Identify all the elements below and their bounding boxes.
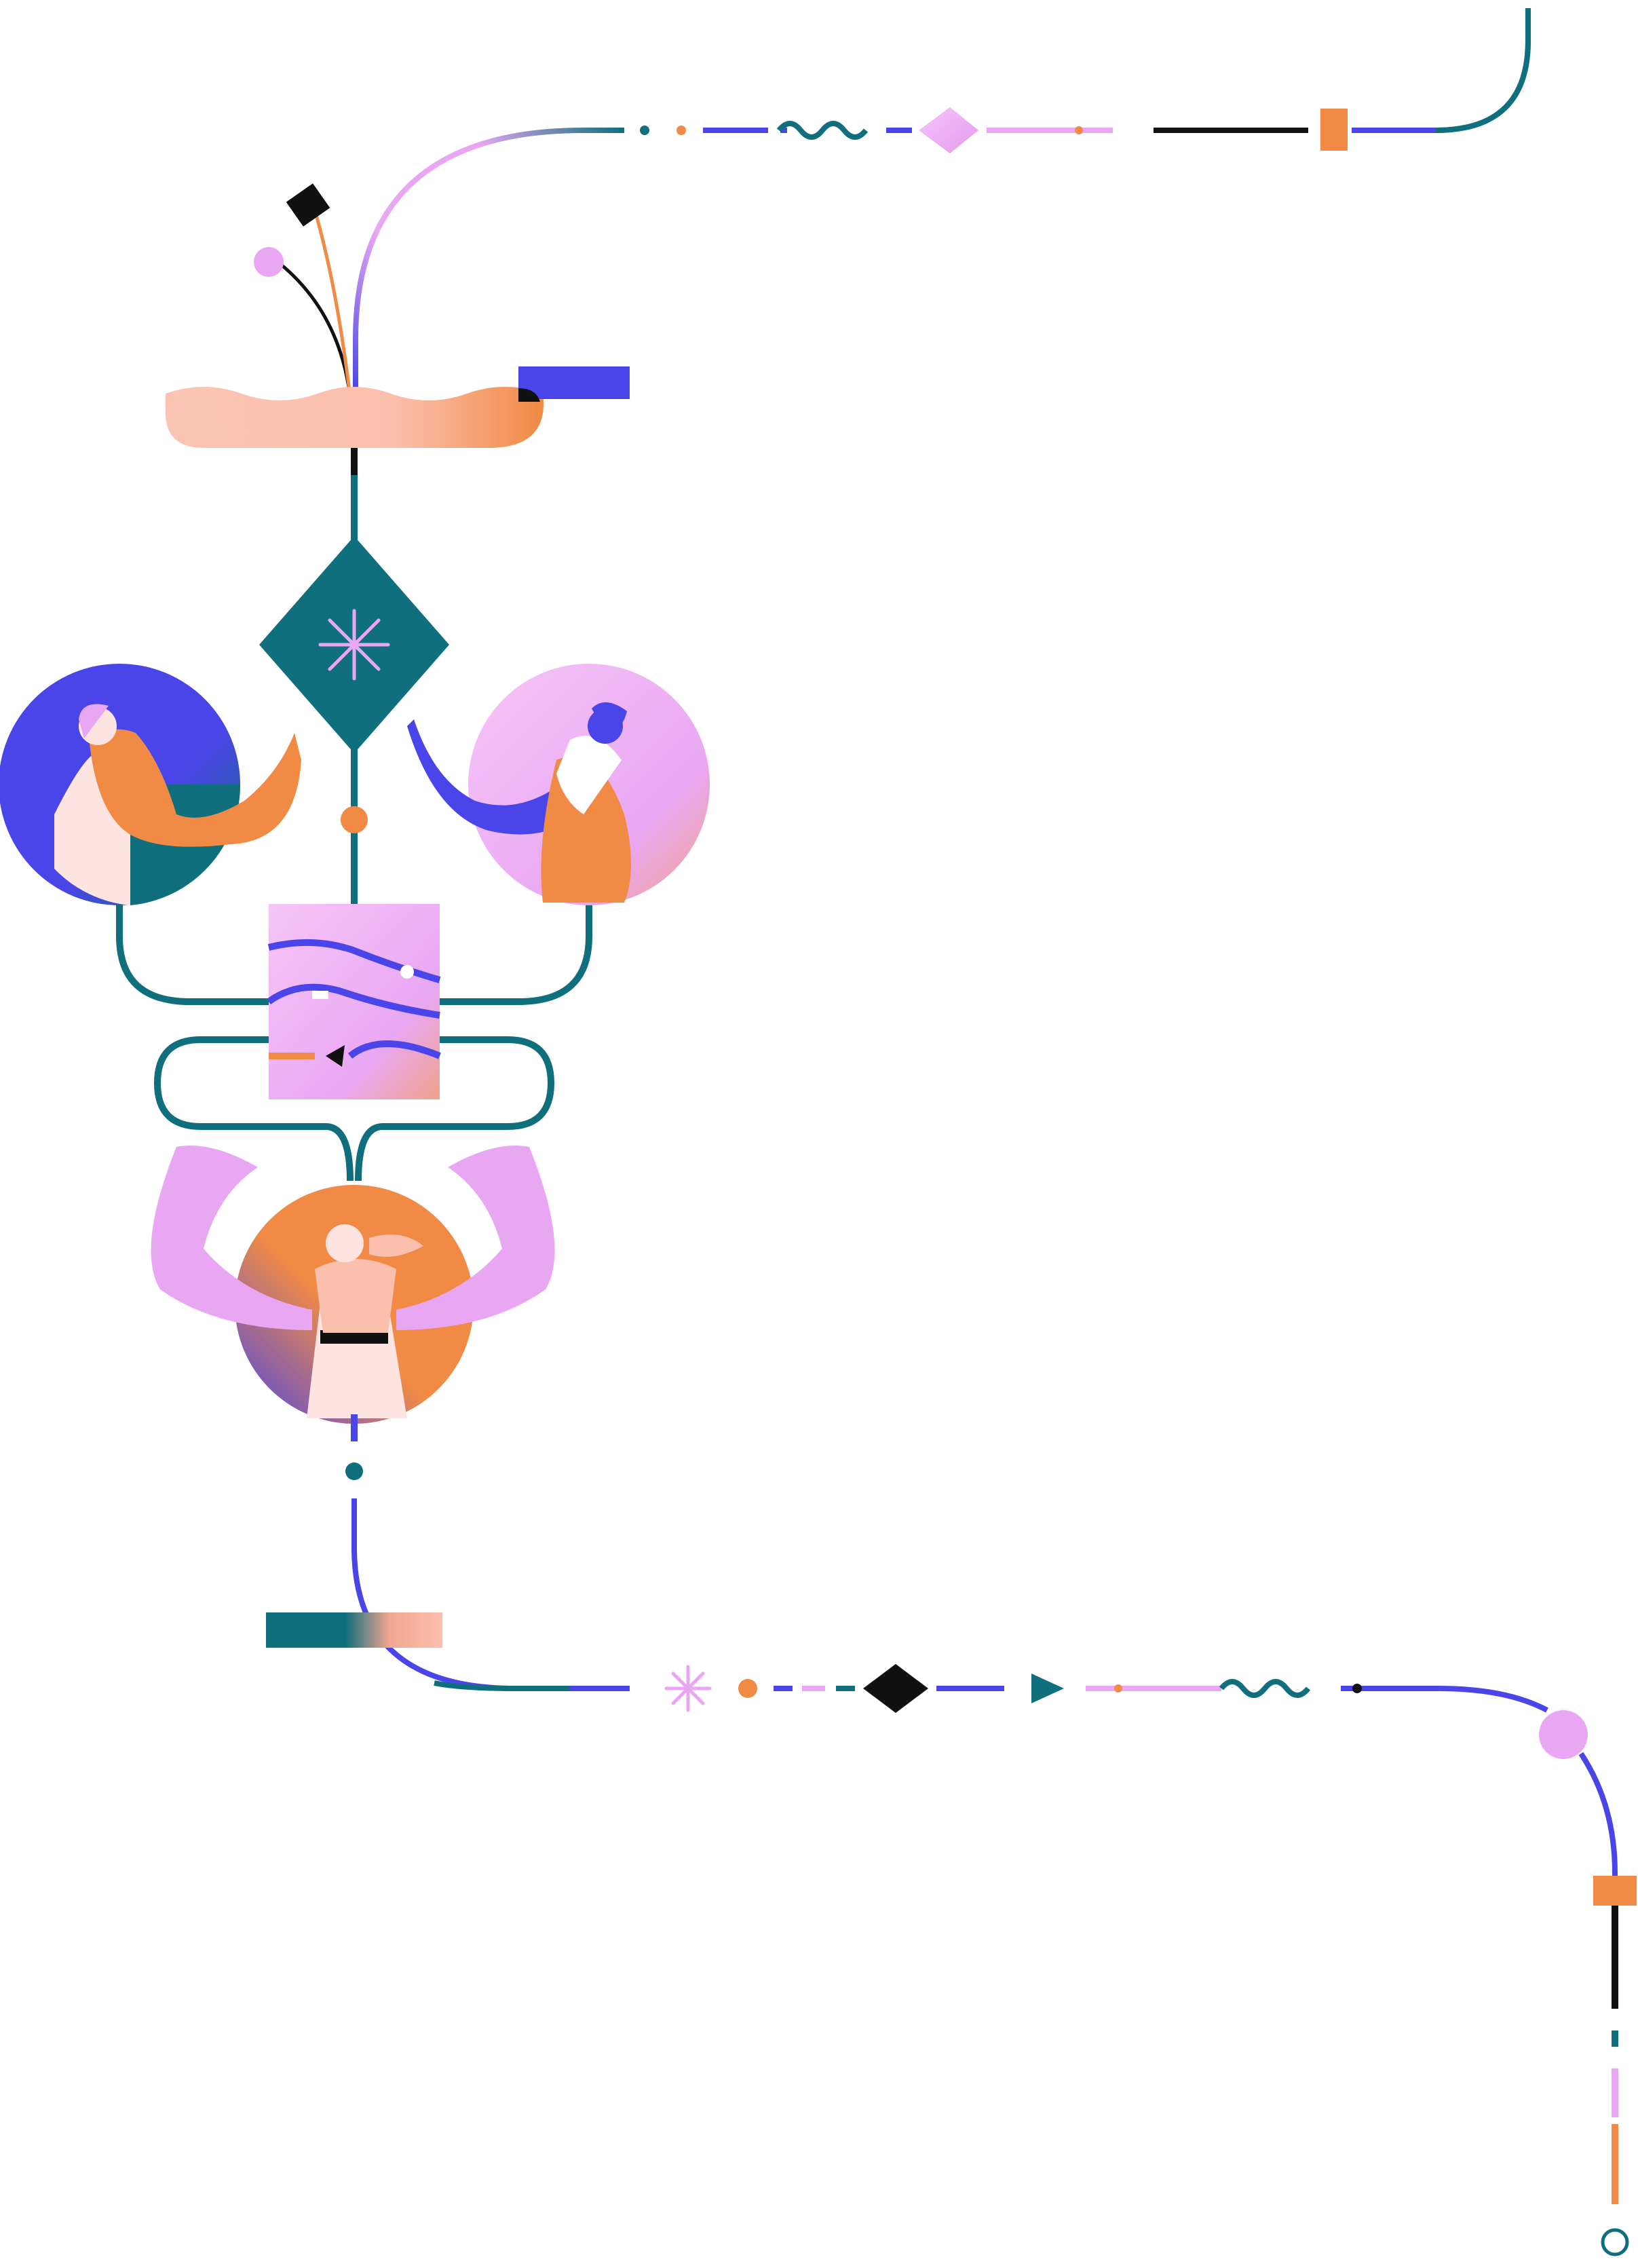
wave-icon: [776, 121, 869, 140]
dot-icon: [345, 1462, 363, 1480]
pink-node: [1539, 1710, 1588, 1759]
dot-icon: [738, 1679, 757, 1698]
dot-icon: [1352, 1684, 1362, 1693]
person-left: [0, 664, 301, 905]
black-square: [286, 183, 330, 227]
top-orange-block: [1320, 109, 1348, 151]
dot-icon: [640, 126, 649, 135]
dot-icon: [677, 126, 686, 135]
top-flow-line: [353, 8, 1531, 394]
connector-pipes: [116, 903, 592, 1182]
triangle-icon: [1031, 1674, 1064, 1703]
triangle-icon: [326, 1045, 345, 1067]
wave-panel: [267, 904, 441, 1099]
dot-icon: [1114, 1684, 1122, 1693]
blue-bar: [518, 366, 630, 399]
sprout: [278, 210, 352, 397]
diamond-icon: [863, 1664, 928, 1713]
dot-icon: [341, 806, 368, 833]
person-bottom: [151, 1146, 555, 1424]
person-right: [407, 664, 710, 905]
pink-bud: [254, 247, 284, 277]
asterisk-icon: [664, 1665, 712, 1712]
dot-icon: [1075, 126, 1083, 134]
cloud-shape: [165, 387, 544, 448]
wave-icon: [1219, 1679, 1311, 1698]
ring-icon: [1601, 2228, 1629, 2256]
teal-peach-bar: [266, 1612, 442, 1648]
lower-flow-line: [351, 1498, 1618, 1887]
diamond-icon: [919, 107, 978, 153]
right-orange-block: [1593, 1876, 1637, 1906]
asterisk-icon: [318, 609, 390, 681]
